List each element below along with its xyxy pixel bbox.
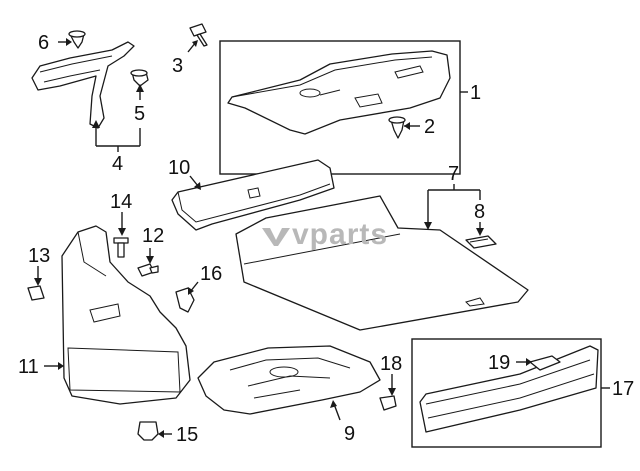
callout-2: 2 (424, 116, 435, 138)
callout-1: 1 (470, 82, 481, 104)
part-15-clip[interactable] (137, 421, 159, 441)
part-17-sill-trim[interactable] (419, 345, 599, 433)
callout-12: 12 (142, 225, 164, 247)
callout-18: 18 (380, 353, 402, 375)
watermark: vparts (262, 218, 388, 251)
callout-17: 17 (612, 378, 634, 400)
callout-15: 15 (176, 424, 198, 446)
part-8-retainer[interactable] (465, 235, 497, 249)
callout-4: 4 (112, 153, 123, 175)
callout-10: 10 (168, 157, 190, 179)
callout-5: 5 (134, 103, 145, 125)
part-7-floor-mat[interactable] (235, 195, 529, 331)
part-9-spare-cover[interactable] (197, 345, 381, 415)
part-12-bolt[interactable] (137, 263, 159, 277)
callout-9: 9 (344, 423, 355, 445)
callout-13: 13 (28, 245, 50, 267)
callout-7: 7 (448, 163, 459, 185)
part-1-package-tray-trim[interactable] (227, 50, 451, 135)
callout-16: 16 (200, 263, 222, 285)
part-18-bolt[interactable] (379, 395, 397, 411)
part-14-screw[interactable] (113, 237, 129, 258)
watermark-text: vparts (292, 218, 388, 251)
part-19-clip[interactable] (529, 355, 561, 371)
callout-box-17 (411, 338, 602, 448)
callout-box-1 (219, 40, 461, 175)
callout-8: 8 (474, 201, 485, 223)
callout-6: 6 (38, 32, 49, 54)
callout-14: 14 (110, 191, 132, 213)
part-4-side-trim-bracket[interactable] (31, 41, 135, 129)
leader-lines (34, 38, 610, 438)
part-5-clip[interactable] (130, 69, 149, 87)
part-13-clip[interactable] (27, 285, 45, 301)
part-6-clip[interactable] (68, 30, 86, 49)
part-3-bolt[interactable] (189, 23, 208, 47)
callout-3: 3 (172, 55, 183, 77)
part-2-clip[interactable] (388, 116, 406, 139)
part-10-rear-panel-cover[interactable] (171, 159, 335, 231)
callout-numbers: 1 2 3 4 5 6 7 8 9 10 11 12 13 14 15 16 1… (18, 32, 634, 446)
part-11-quarter-trim[interactable] (61, 225, 191, 405)
callout-19: 19 (488, 352, 510, 374)
callout-11: 11 (18, 356, 39, 378)
